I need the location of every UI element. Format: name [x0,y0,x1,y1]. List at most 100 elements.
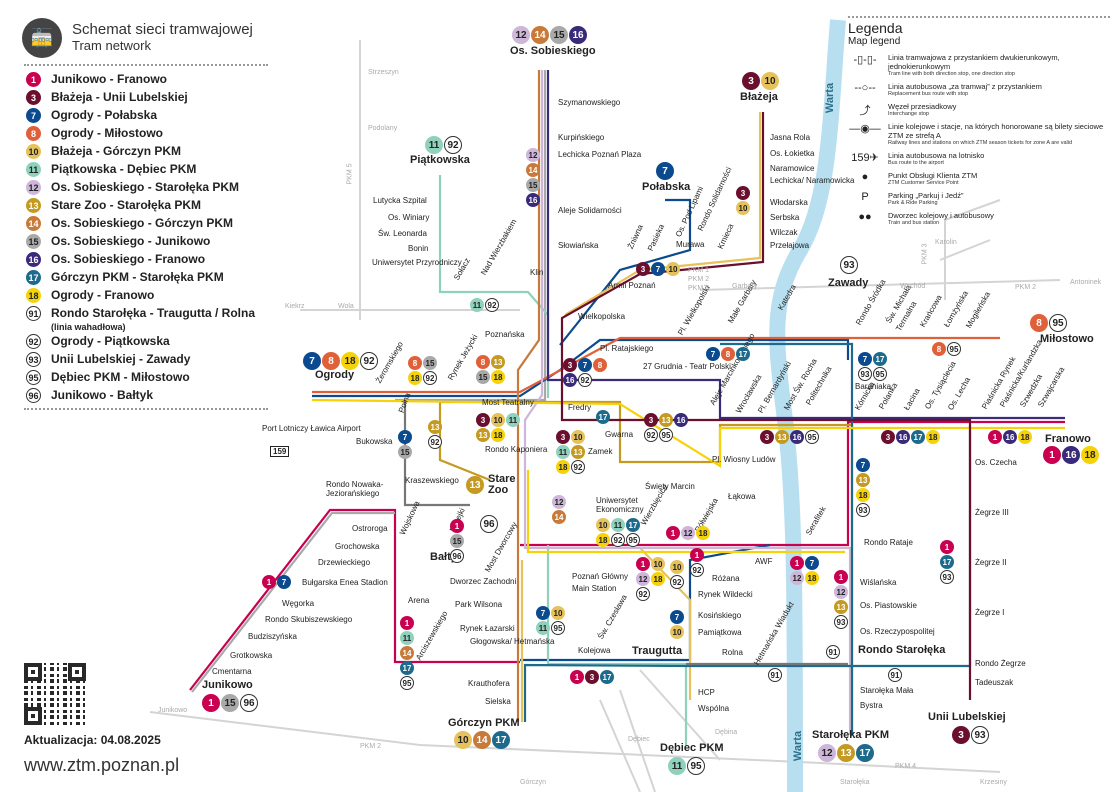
line-badge-7[interactable]: 7 [578,358,592,372]
line-badge-92[interactable]: 92 [26,334,41,349]
line-badge-92[interactable]: 92 [485,298,499,312]
station-label[interactable]: AWF [755,557,773,566]
line-badge-18[interactable]: 18 [1081,446,1099,464]
station-label[interactable]: Bukowska [356,437,393,446]
line-badge-13[interactable]: 13 [659,413,673,427]
station-label[interactable]: Łąkowa [728,492,756,501]
line-badge-10[interactable]: 10 [761,72,779,90]
line-badge-12[interactable]: 12 [526,148,540,162]
station-label[interactable]: Grotkowska [230,651,273,660]
line-badge-1[interactable]: 1 [940,540,954,554]
station-label[interactable]: Main Station [572,584,617,593]
terminal-5[interactable]: Miłostowo [1040,333,1094,345]
line-badge-92[interactable]: 92 [444,136,462,154]
station-label[interactable]: Różana [712,574,740,583]
line-badge-13[interactable]: 13 [428,420,442,434]
station-label[interactable]: Ostroroga [352,524,388,533]
line-badge-1[interactable]: 1 [26,72,41,87]
line-badge-92[interactable]: 92 [571,460,585,474]
line-badge-1[interactable]: 1 [262,575,276,589]
station-label[interactable]: Wilczak [770,228,798,237]
station-label[interactable]: Święty Marcin [645,482,695,491]
station-label[interactable]: Uniwersytet Przyrodniczy [372,258,462,267]
station-label[interactable]: Os. Winiary [388,213,430,222]
line-badge-10[interactable]: 10 [454,731,472,749]
railway-label[interactable]: PKM 5 [346,163,354,185]
line-badge-7[interactable]: 7 [856,458,870,472]
line-badge-92[interactable]: 92 [360,352,378,370]
line-badge-93[interactable]: 93 [971,726,989,744]
line-badge-17[interactable]: 17 [596,410,610,424]
line-badge-10[interactable]: 10 [26,144,41,159]
line-badge-7[interactable]: 7 [651,262,665,276]
station-label[interactable]: Szymanowskiego [558,98,621,107]
railway-label[interactable]: PKM 1 [688,267,710,274]
line-badge-8[interactable]: 8 [26,126,41,141]
railway-label[interactable]: Dębiec [628,736,650,743]
line-badge-17[interactable]: 17 [26,270,41,285]
station-label[interactable]: Bonin [408,244,429,253]
station-label[interactable]: Os. Piastowskie [860,601,917,610]
line-badge-8[interactable]: 8 [721,347,735,361]
line-badge-18[interactable]: 18 [1018,430,1032,444]
line-badge-13[interactable]: 13 [491,355,505,369]
line-badge-91[interactable]: 91 [888,668,902,682]
line-badge-3[interactable]: 3 [742,72,760,90]
line-badge-16[interactable]: 16 [1062,446,1080,464]
line-badge-10[interactable]: 10 [666,262,680,276]
line-badge-11[interactable]: 11 [611,518,625,532]
line-badge-17[interactable]: 17 [940,555,954,569]
station-label[interactable]: Żegrze II [975,558,1007,567]
line-badge-13[interactable]: 13 [775,430,789,444]
station-label[interactable]: Klin [530,268,544,277]
line-badge-91[interactable]: 91 [26,306,41,321]
station-label[interactable]: Żegrze III [975,508,1009,517]
terminal-6[interactable]: Franowo [1045,433,1091,445]
line-badge-96[interactable]: 96 [26,388,41,403]
station-label[interactable]: Pamiątkowa [698,628,742,637]
line-badge-7[interactable]: 7 [858,352,872,366]
railway-label[interactable]: Górczyn [520,779,547,786]
station-label[interactable]: Most Teatralny [482,398,534,407]
line-badge-12[interactable]: 12 [818,744,836,762]
terminal-15[interactable]: Traugutta [632,645,683,657]
line-badge-16[interactable]: 16 [1003,430,1017,444]
line-badge-92[interactable]: 92 [611,533,625,547]
station-label[interactable]: Rondo Skubiszewskiego [265,615,353,624]
railway-label[interactable]: PKM 3 [688,285,710,292]
station-label[interactable]: Węgorka [282,599,315,608]
terminal-0[interactable]: Os. Sobieskiego [510,45,596,57]
station-label[interactable]: Tadeuszak [975,678,1014,687]
railway-label[interactable]: Starołęka [840,779,870,786]
line-badge-1[interactable]: 1 [988,430,1002,444]
terminal-14[interactable]: Unii Lubelskiej [928,711,1006,723]
station-label[interactable]: Starołęka Mała [860,686,914,695]
line-badge-7[interactable]: 7 [706,347,720,361]
terminal-4[interactable]: Zawady [828,277,869,289]
station-label[interactable]: Zamek [588,447,613,456]
line-badge-10[interactable]: 10 [670,625,684,639]
railway-label[interactable]: PKM 3 [921,243,929,265]
line-badge-18[interactable]: 18 [556,460,570,474]
line-badge-12[interactable]: 12 [512,26,530,44]
line-badge-14[interactable]: 14 [552,510,566,524]
station-label[interactable]: Os. Czecha [975,458,1017,467]
line-badge-16[interactable]: 16 [526,193,540,207]
station-label[interactable]: Aleje Solidarności [558,206,622,215]
line-badge-92[interactable]: 92 [423,371,437,385]
station-label[interactable]: Murawa [676,240,705,249]
line-badge-92[interactable]: 92 [428,435,442,449]
qr-code[interactable] [24,663,86,725]
station-label[interactable]: Naramowice [770,164,815,173]
line-badge-12[interactable]: 12 [681,526,695,540]
line-badge-18[interactable]: 18 [408,371,422,385]
station-label[interactable]: Rynek Wildecki [698,590,753,599]
line-badge-17[interactable]: 17 [911,430,925,444]
line-badge-95[interactable]: 95 [26,370,41,385]
